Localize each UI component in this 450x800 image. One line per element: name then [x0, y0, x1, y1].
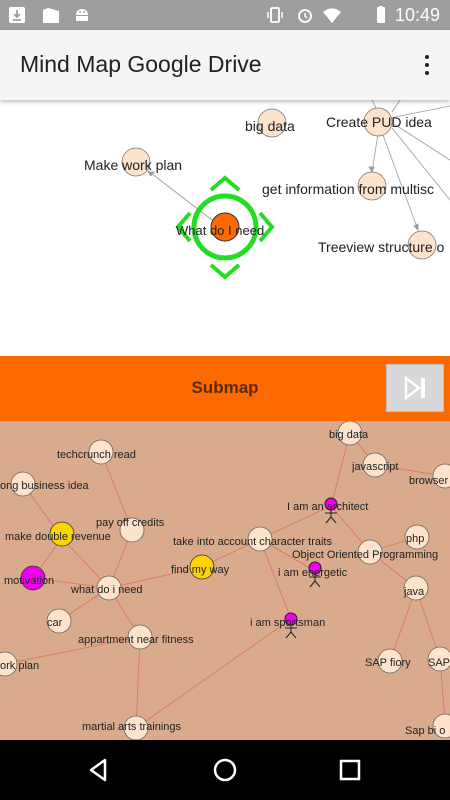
node-label: php — [406, 533, 424, 545]
node-label: big data — [245, 118, 295, 134]
node-label: make double revenue — [5, 531, 111, 543]
node-label: get information from multisc — [262, 181, 434, 197]
mind-node[interactable] — [357, 171, 387, 201]
mind-node[interactable] — [404, 524, 430, 550]
node-label: what do i need — [70, 584, 143, 596]
app-bar: Mind Map Google Drive — [0, 30, 450, 100]
mind-node[interactable] — [127, 624, 153, 650]
mind-node[interactable] — [46, 608, 72, 634]
android-icon — [76, 9, 88, 21]
top-links — [146, 100, 450, 231]
mind-node[interactable] — [362, 452, 388, 478]
mind-node[interactable] — [363, 107, 393, 137]
mind-node[interactable] — [403, 575, 429, 601]
node-label: i am sportsman — [250, 617, 325, 629]
recents-icon[interactable] — [334, 754, 366, 786]
node-label: car — [47, 617, 63, 629]
node-label: javascript — [351, 461, 398, 473]
highlighted-node[interactable] — [20, 565, 46, 591]
vibrate-icon — [267, 7, 283, 23]
mind-node[interactable] — [123, 715, 149, 740]
node-label: SAP fiory — [365, 657, 411, 669]
person-icon[interactable] — [308, 561, 322, 588]
mind-node[interactable] — [10, 471, 36, 497]
status-time: 10:49 — [394, 5, 440, 25]
node-label: appartment near fitness — [78, 634, 194, 646]
node-label: java — [403, 586, 425, 598]
back-icon[interactable] — [83, 754, 115, 786]
node-label: motivation — [4, 575, 54, 587]
wifi-icon — [323, 8, 341, 23]
mind-node[interactable] — [337, 421, 363, 446]
node-label: browser — [409, 475, 448, 487]
mind-node[interactable] — [427, 646, 450, 672]
submap-canvas[interactable]: big data techcrunch read javascript ong … — [0, 421, 450, 740]
mind-node[interactable] — [0, 651, 18, 677]
mind-node[interactable] — [407, 230, 437, 260]
submap-bar: Submap — [0, 356, 450, 421]
battery-icon — [377, 6, 385, 23]
node-label: pay off credits — [96, 517, 165, 529]
node-label: Sap bi o — [405, 725, 445, 737]
more-vert-icon — [425, 55, 429, 59]
skip-next-icon — [404, 375, 425, 401]
node-label: martial arts trainings — [82, 721, 182, 733]
person-icon[interactable] — [284, 612, 298, 639]
node-label: Make work plan — [84, 157, 182, 173]
mind-node[interactable] — [247, 526, 273, 552]
selection-control-icon[interactable] — [175, 175, 275, 280]
node-label: find my way — [171, 564, 230, 576]
node-label: i am energetic — [278, 567, 348, 579]
mind-map-canvas[interactable]: big data Create PUD idea Make work plan … — [0, 100, 450, 356]
overflow-menu-button[interactable] — [414, 48, 440, 82]
node-label: What do I need — [176, 223, 264, 238]
highlighted-node[interactable] — [189, 554, 215, 580]
home-icon[interactable] — [209, 754, 241, 786]
selected-node[interactable] — [210, 212, 240, 242]
person-icon[interactable] — [324, 497, 338, 524]
mind-node[interactable] — [357, 539, 383, 565]
submap-svg[interactable]: big data techcrunch read javascript ong … — [0, 421, 450, 740]
node-label: take into account character traits — [173, 536, 332, 548]
node-label: ork plan — [0, 660, 39, 672]
mind-map-svg[interactable]: big data Create PUD idea Make work plan … — [0, 100, 450, 356]
alarm-icon — [298, 9, 312, 23]
photo-icon — [43, 8, 59, 23]
node-label: Object Oriented Programming — [292, 549, 438, 561]
highlighted-node[interactable] — [49, 521, 75, 547]
node-label: Treeview structure o — [318, 239, 445, 255]
navigation-bar — [0, 740, 450, 800]
node-label: SAP — [428, 657, 450, 669]
download-icon — [9, 7, 25, 23]
mind-node[interactable] — [257, 108, 287, 138]
status-bar: 10:49 — [0, 0, 450, 30]
submap-label: Submap — [191, 378, 259, 397]
app-title: Mind Map Google Drive — [20, 51, 262, 77]
mind-node[interactable] — [377, 648, 403, 674]
mind-node[interactable] — [119, 517, 145, 543]
skip-next-button[interactable] — [386, 364, 444, 412]
node-label: Create PUD idea — [326, 114, 432, 130]
mind-node[interactable] — [121, 147, 151, 177]
mind-node[interactable] — [96, 575, 122, 601]
bottom-links — [4, 432, 446, 729]
mind-node[interactable] — [432, 463, 450, 489]
node-label: big data — [329, 429, 369, 441]
node-label: ong business idea — [0, 480, 90, 492]
node-label: techcrunch read — [57, 449, 136, 461]
mind-node[interactable] — [432, 713, 450, 739]
mind-node[interactable] — [88, 439, 114, 465]
node-label: I am an architect — [287, 501, 368, 513]
